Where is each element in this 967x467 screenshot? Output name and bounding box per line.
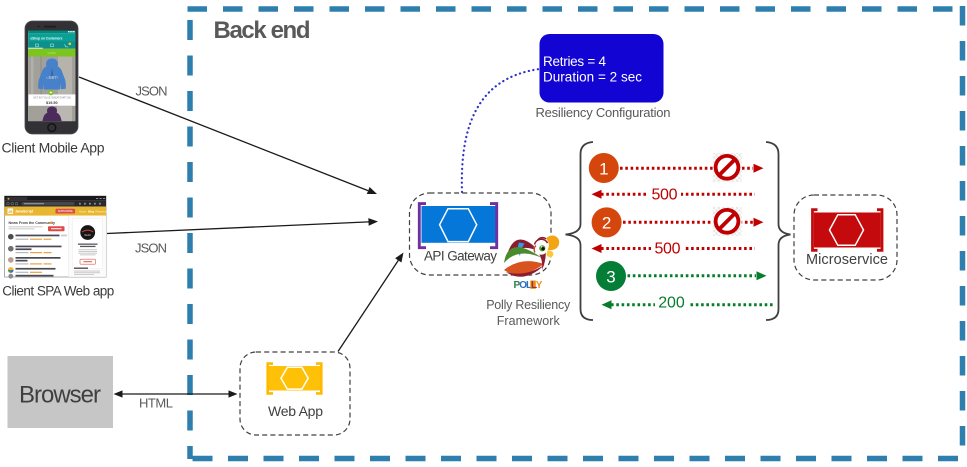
svg-text:News From the Community: News From the Community: [9, 221, 56, 225]
svg-text:L: L: [531, 280, 537, 291]
svg-text:JavaScript: JavaScript: [15, 210, 34, 214]
svg-text:P: P: [514, 280, 521, 291]
svg-text:Back end: Back end: [214, 17, 311, 44]
svg-text:Browser: Browser: [19, 382, 101, 409]
svg-text:Resiliency Configuration: Resiliency Configuration: [536, 105, 671, 120]
svg-text:JS: JS: [8, 210, 13, 214]
svg-text:HOME: HOME: [48, 51, 57, 55]
svg-text:3: 3: [606, 267, 615, 286]
svg-text:HTML: HTML: [139, 396, 173, 411]
svg-text:Y: Y: [536, 280, 543, 291]
svg-text:500: 500: [655, 240, 681, 257]
svg-text:SUBSCRIBE: SUBSCRIBE: [58, 209, 73, 213]
svg-text:JSON: JSON: [136, 84, 168, 99]
svg-text:Client Mobile App: Client Mobile App: [2, 139, 105, 155]
svg-text:2: 2: [602, 214, 611, 233]
svg-text:500: 500: [652, 187, 678, 204]
svg-text:Polly Resiliency: Polly Resiliency: [486, 298, 571, 312]
svg-text:L: L: [526, 280, 532, 291]
svg-text:Home: Home: [79, 209, 87, 213]
svg-text:Microservice: Microservice: [806, 252, 888, 268]
svg-text:O: O: [519, 280, 527, 291]
svg-text:Blog: Blog: [88, 209, 94, 213]
svg-text:Web App: Web App: [268, 403, 323, 419]
svg-text:.NET BOT BLUE SWEATSHIRT (M): .NET BOT BLUE SWEATSHIRT (M): [33, 96, 71, 99]
svg-text:eShop on Containers: eShop on Containers: [30, 36, 62, 40]
svg-text:Client SPA Web app: Client SPA Web app: [2, 283, 114, 298]
svg-text:‹.NET›: ‹.NET›: [46, 75, 59, 80]
svg-text:JSON: JSON: [135, 241, 167, 256]
svg-text:WebU: WebU: [84, 234, 91, 237]
svg-text:Resources: Resources: [96, 209, 110, 213]
svg-text:1: 1: [599, 159, 608, 178]
svg-text:$19.50: $19.50: [46, 101, 58, 105]
svg-text:Retries = 4: Retries = 4: [543, 54, 606, 69]
svg-text:Duration = 2 sec: Duration = 2 sec: [543, 70, 642, 85]
svg-text:200: 200: [658, 295, 685, 312]
svg-text:Framework: Framework: [497, 314, 561, 328]
svg-text:API Gateway: API Gateway: [424, 249, 497, 264]
